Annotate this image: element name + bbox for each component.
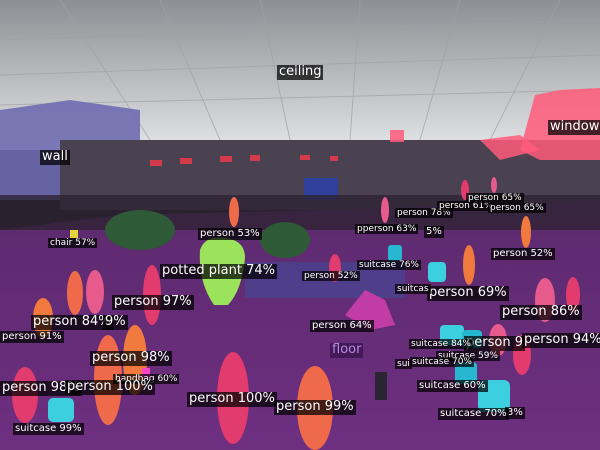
person-label: person 52%: [302, 271, 360, 282]
window-label: window: [548, 119, 600, 135]
ceiling-label: ceiling: [277, 64, 324, 80]
person-label: person 99%: [274, 399, 356, 415]
window-region-3: [390, 130, 404, 142]
suitcase-label: suitcase 60%: [417, 380, 488, 392]
person-label: person 91%: [0, 331, 64, 343]
person-label: person 61%: [437, 201, 495, 212]
person-label: 9%: [103, 314, 128, 330]
person-label: person 69%: [427, 285, 509, 301]
suitcase-label: suitcase 70%: [410, 357, 474, 368]
wall-label: wall: [40, 149, 70, 165]
person-label: person 64%: [310, 320, 374, 332]
person-label: person 100%: [187, 391, 277, 407]
person-label: person 84%: [31, 314, 113, 330]
counter-signs: [150, 155, 338, 166]
suitcase-label: sui: [395, 359, 412, 370]
suitcase-label: suitcase 76%: [357, 260, 421, 271]
potted-plant-label: potted plant 74%: [160, 263, 277, 279]
person-label: person 86%: [500, 304, 582, 320]
info-board: [304, 178, 338, 200]
person-label: person 65%: [488, 203, 546, 214]
floor-label: floor: [330, 342, 364, 358]
person-label: person 94%: [522, 332, 600, 348]
potted-plant-trees: [105, 210, 310, 258]
person-label: 3%: [505, 407, 525, 419]
person-label: person 97%: [112, 294, 194, 310]
person-label: person 98%: [0, 380, 82, 396]
person-label: person 52%: [491, 248, 555, 260]
suitcase-label: suitcas: [395, 284, 431, 295]
person-label: person 53%: [198, 228, 262, 240]
chair-mask: [70, 230, 78, 238]
person-label: pperson 63%: [355, 224, 419, 235]
handbag-label: handbag 60%: [113, 374, 180, 385]
person-label: person 100%: [65, 379, 155, 395]
chair-label: chair 57%: [48, 238, 98, 249]
person-label: person 78%: [395, 208, 453, 219]
suitcase-label: suitcase 59%: [436, 351, 500, 362]
window-region-2: [480, 135, 540, 160]
handbag-mask: [142, 368, 150, 378]
luggage-cart: [375, 372, 387, 400]
suitcase-label: suitcase 99%: [13, 423, 84, 435]
person-label: person 9: [464, 335, 525, 351]
person-label: 5%: [424, 226, 444, 238]
suitcase-label: suitcase 70%: [438, 408, 509, 420]
suitcase-label: suitcase 84%: [409, 339, 473, 350]
person-label: person 65%: [466, 193, 524, 204]
person-label: person 98%: [90, 350, 172, 366]
